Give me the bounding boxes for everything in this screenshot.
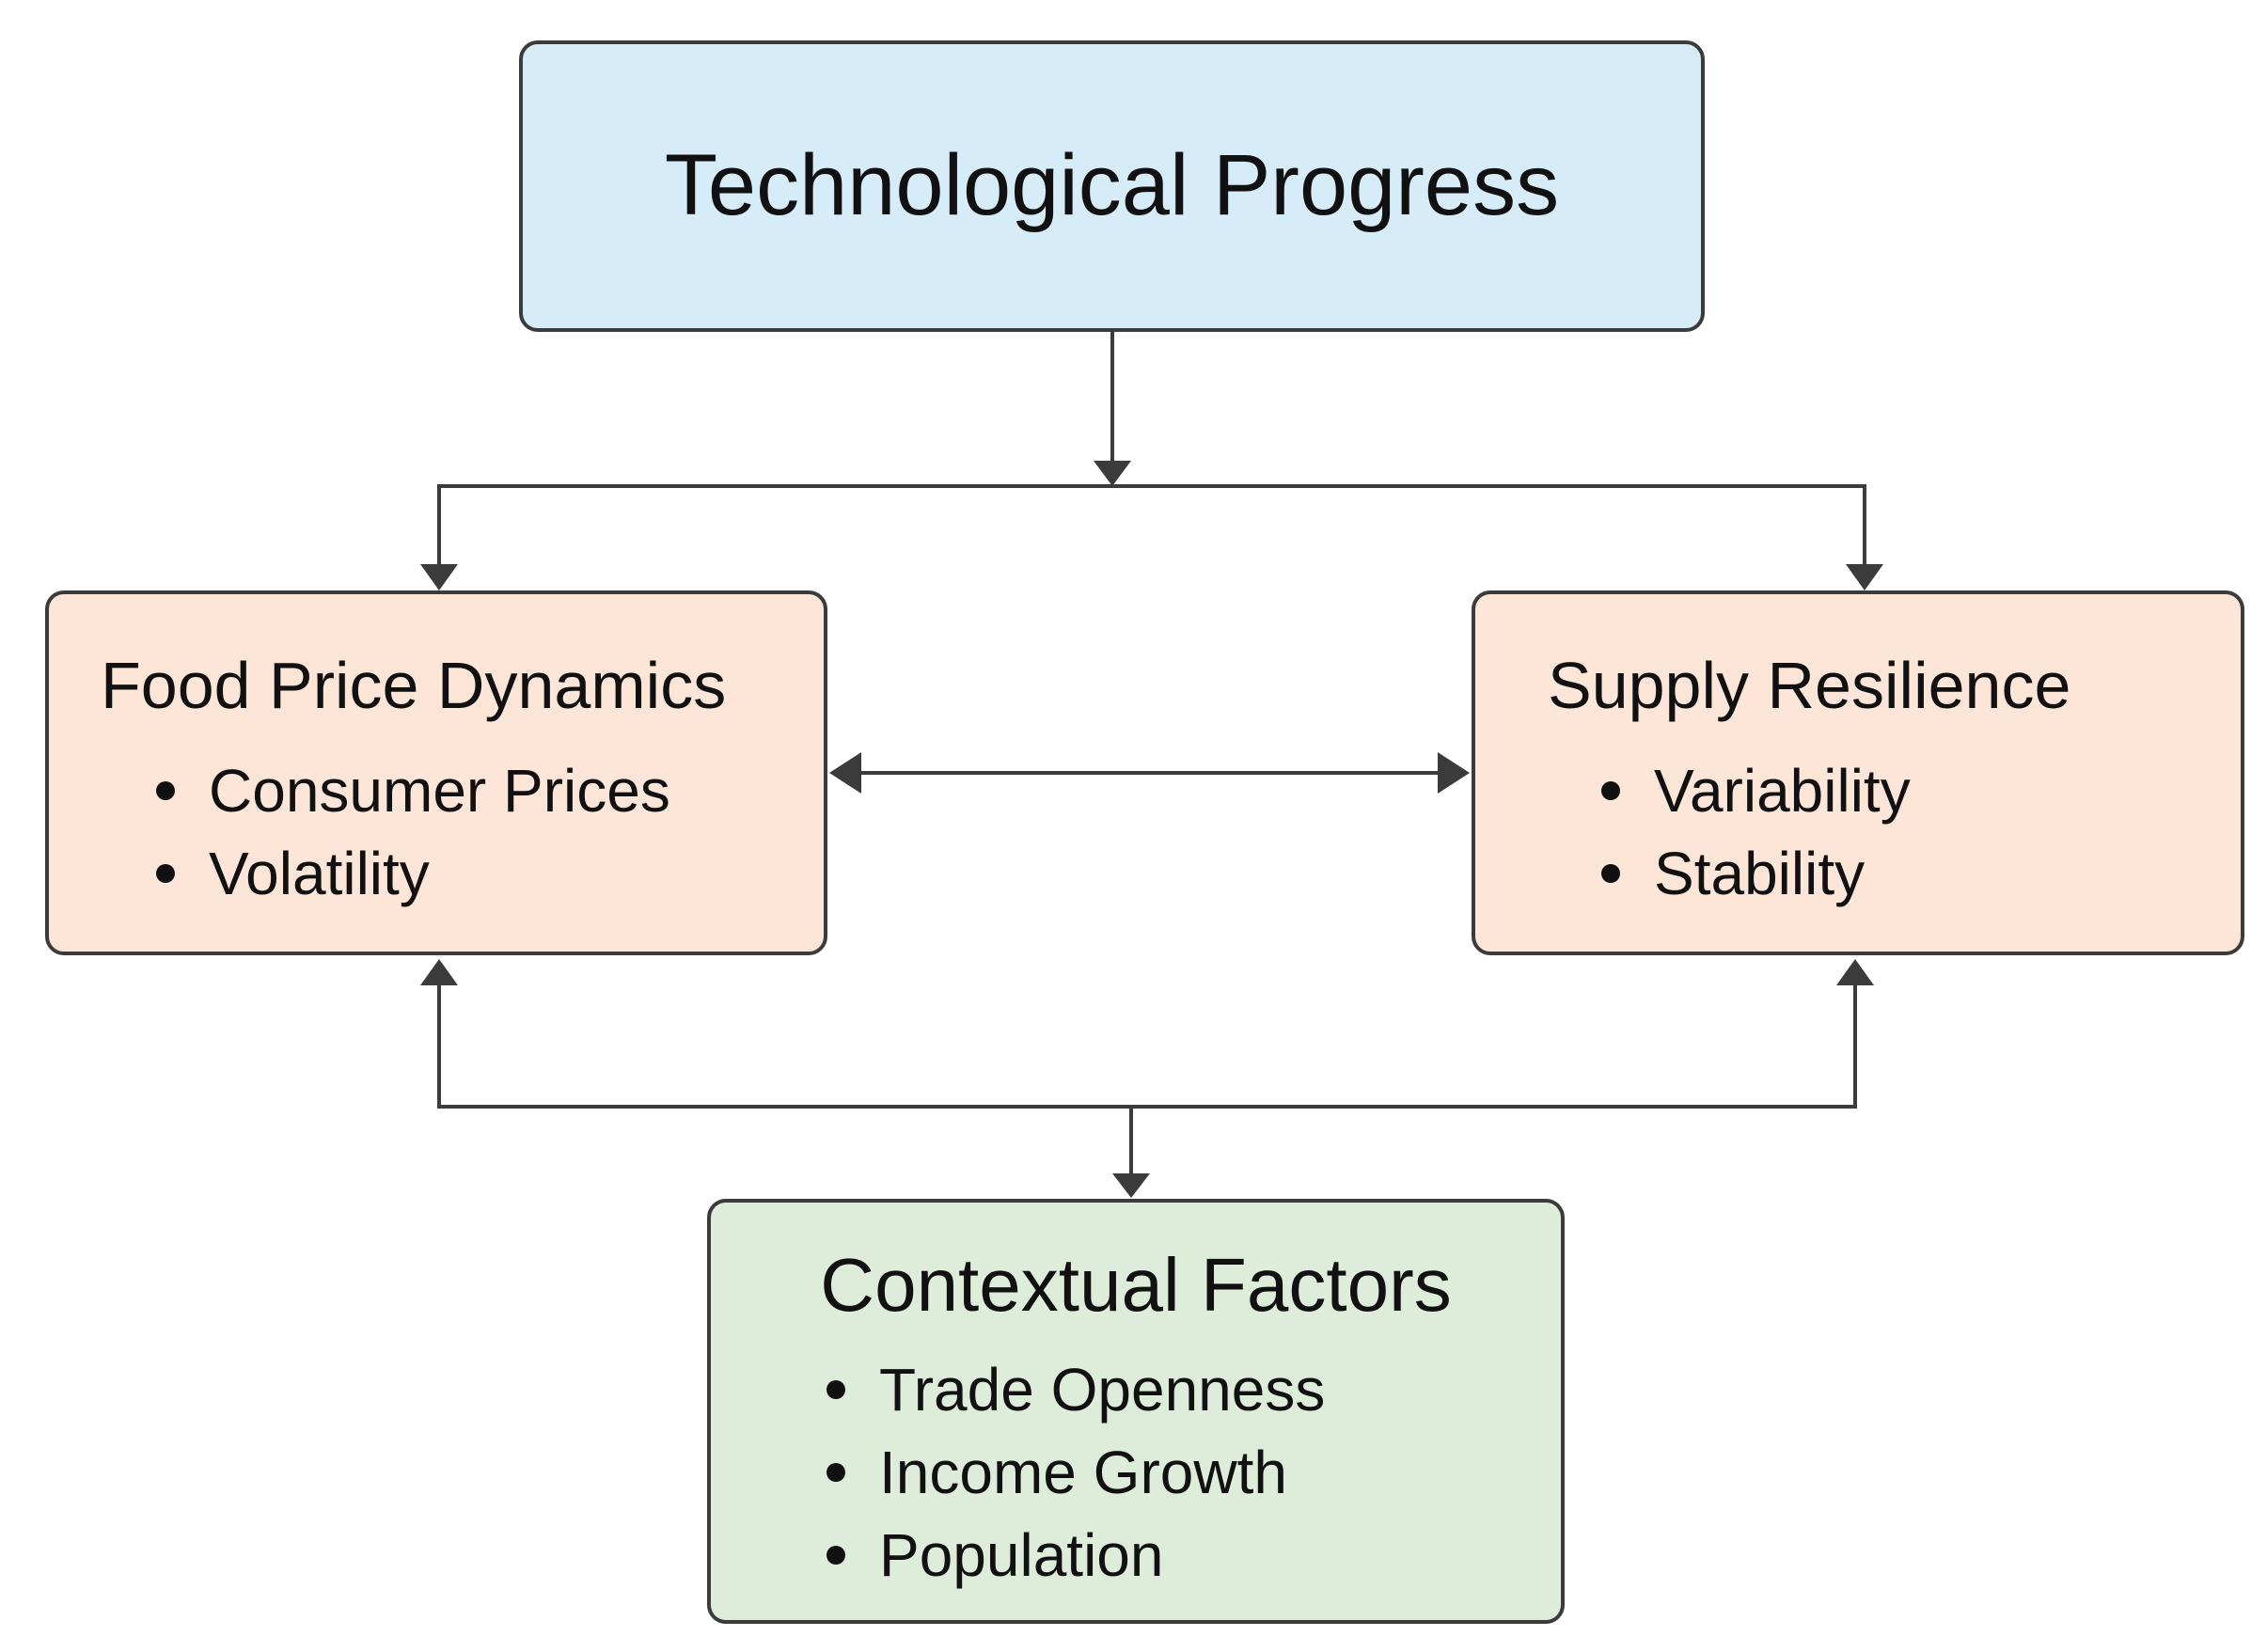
bullet-item: Consumer Prices bbox=[150, 749, 670, 832]
bullet-item: Income Growth bbox=[821, 1431, 1325, 1514]
bullet-list-context: Trade Openness Income Growth Population bbox=[821, 1348, 1325, 1597]
bullet-item: Volatility bbox=[150, 832, 670, 915]
bullet-list-supply: Variability Stability bbox=[1596, 749, 1911, 915]
bullet-list-food: Consumer Prices Volatility bbox=[150, 749, 670, 915]
edge-branch-top bbox=[437, 484, 1866, 585]
node-food-price-dynamics: Food Price Dynamics Consumer Prices Vola… bbox=[45, 590, 827, 955]
node-title-technological-progress: Technological Progress bbox=[664, 137, 1560, 233]
arrowhead-right bbox=[1438, 752, 1470, 794]
node-title-contextual-factors: Contextual Factors bbox=[820, 1243, 1452, 1327]
node-contextual-factors: Contextual Factors Trade Openness Income… bbox=[707, 1199, 1565, 1624]
bullet-item: Trade Openness bbox=[821, 1348, 1325, 1431]
edge-branch-bottom bbox=[437, 968, 1857, 1109]
node-title-food-price-dynamics: Food Price Dynamics bbox=[101, 649, 727, 722]
bullet-item: Stability bbox=[1596, 832, 1911, 915]
arrowhead-up-food bbox=[420, 959, 458, 985]
arrowhead-left bbox=[829, 752, 861, 794]
node-supply-resilience: Supply Resilience Variability Stability bbox=[1472, 590, 2244, 955]
arrowhead-to-context bbox=[1112, 1173, 1150, 1198]
arrowhead-to-food bbox=[420, 564, 458, 590]
node-title-supply-resilience: Supply Resilience bbox=[1548, 649, 2071, 722]
bullet-item: Population bbox=[821, 1514, 1325, 1597]
bullet-item: Variability bbox=[1596, 749, 1911, 832]
arrowhead-up-supply bbox=[1836, 959, 1874, 985]
node-technological-progress: Technological Progress bbox=[519, 40, 1705, 332]
arrowhead-tech-junction bbox=[1094, 461, 1131, 486]
arrowhead-to-supply bbox=[1846, 564, 1883, 590]
